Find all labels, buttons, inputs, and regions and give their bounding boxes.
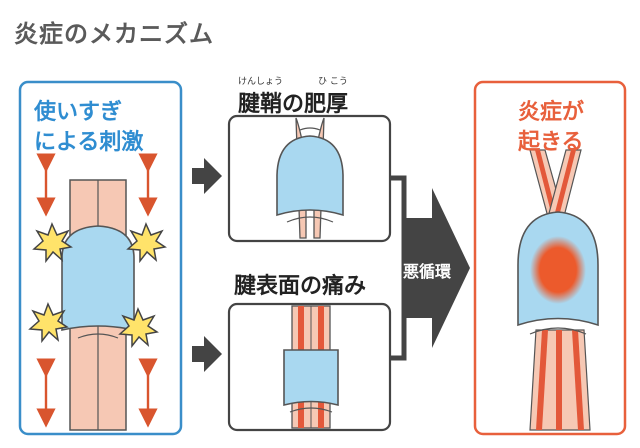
- left-box-line2: による刺激: [34, 130, 144, 155]
- bottom-stage-panel: [227, 302, 392, 432]
- right-arrow-icon: [192, 158, 222, 372]
- bottom-stage-label: 腱表面の痛み: [234, 274, 367, 299]
- left-box-line1: 使いすぎ: [34, 100, 123, 125]
- right-box-line1: 炎症が: [518, 100, 585, 125]
- ruby-hikou: ひ こう: [318, 77, 348, 87]
- right-box-line2: 起きる: [518, 130, 584, 155]
- cycle-label: 悪循環: [403, 262, 452, 281]
- ruby-kensho: けんしょう: [238, 77, 284, 87]
- burst-icon: [28, 222, 167, 349]
- right-panel: [473, 80, 627, 436]
- tendon-sheath: [61, 225, 135, 339]
- top-stage-panel: [227, 114, 392, 243]
- double-arrow-icon: [36, 153, 158, 428]
- inflammation-spot: [530, 236, 586, 304]
- cycle-connector: [390, 175, 470, 361]
- top-stage-label: 腱鞘の肥厚: [238, 92, 349, 117]
- page-title: 炎症のメカニズム: [14, 20, 214, 48]
- left-panel: [18, 80, 183, 436]
